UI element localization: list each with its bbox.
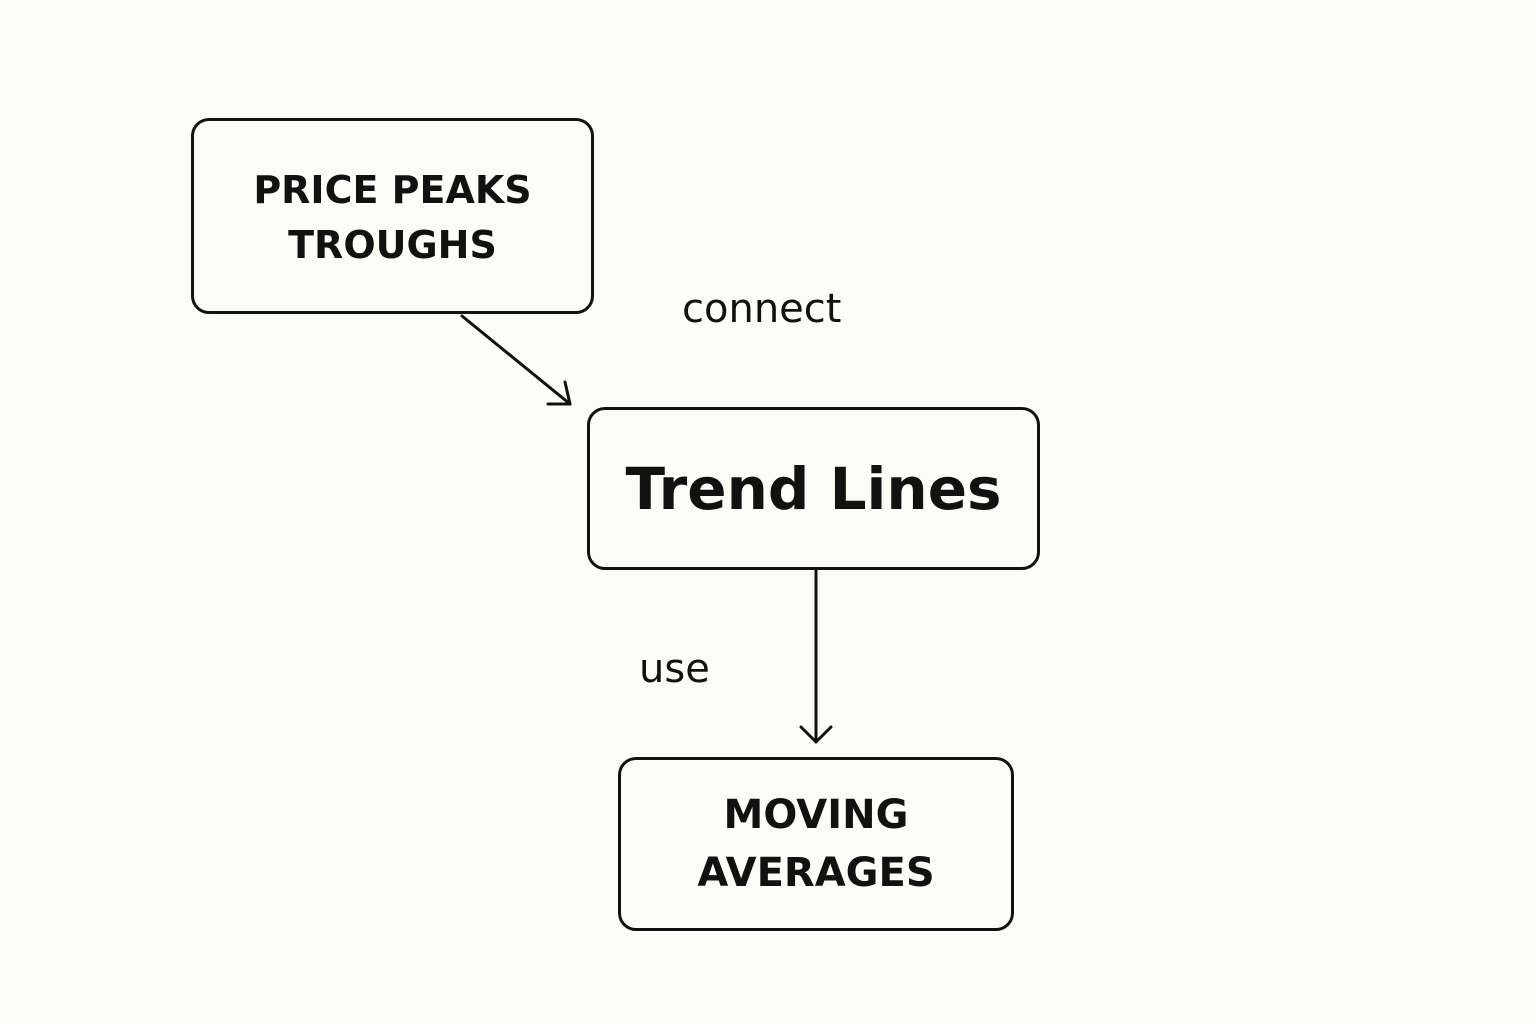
arrow-peaks-to-trend <box>460 314 572 406</box>
node-moving-averages: MOVING AVERAGES <box>618 757 1014 931</box>
edge-label-connect: connect <box>682 286 842 332</box>
node-trend-line-1: Trend Lines <box>625 454 1002 523</box>
node-trend-lines: Trend Lines <box>587 407 1040 570</box>
node-ma-line-2: AVERAGES <box>697 850 935 896</box>
node-peaks-line-1: PRICE PEAKS <box>253 168 532 212</box>
node-ma-line-1: MOVING <box>723 792 909 838</box>
arrowhead-peaks-to-trend <box>546 380 572 406</box>
node-peaks-line-2: TROUGHS <box>288 223 497 267</box>
arrowhead-trend-to-ma <box>799 725 833 744</box>
edge-label-use: use <box>639 646 710 692</box>
node-price-peaks-troughs: PRICE PEAKS TROUGHS <box>191 118 594 314</box>
